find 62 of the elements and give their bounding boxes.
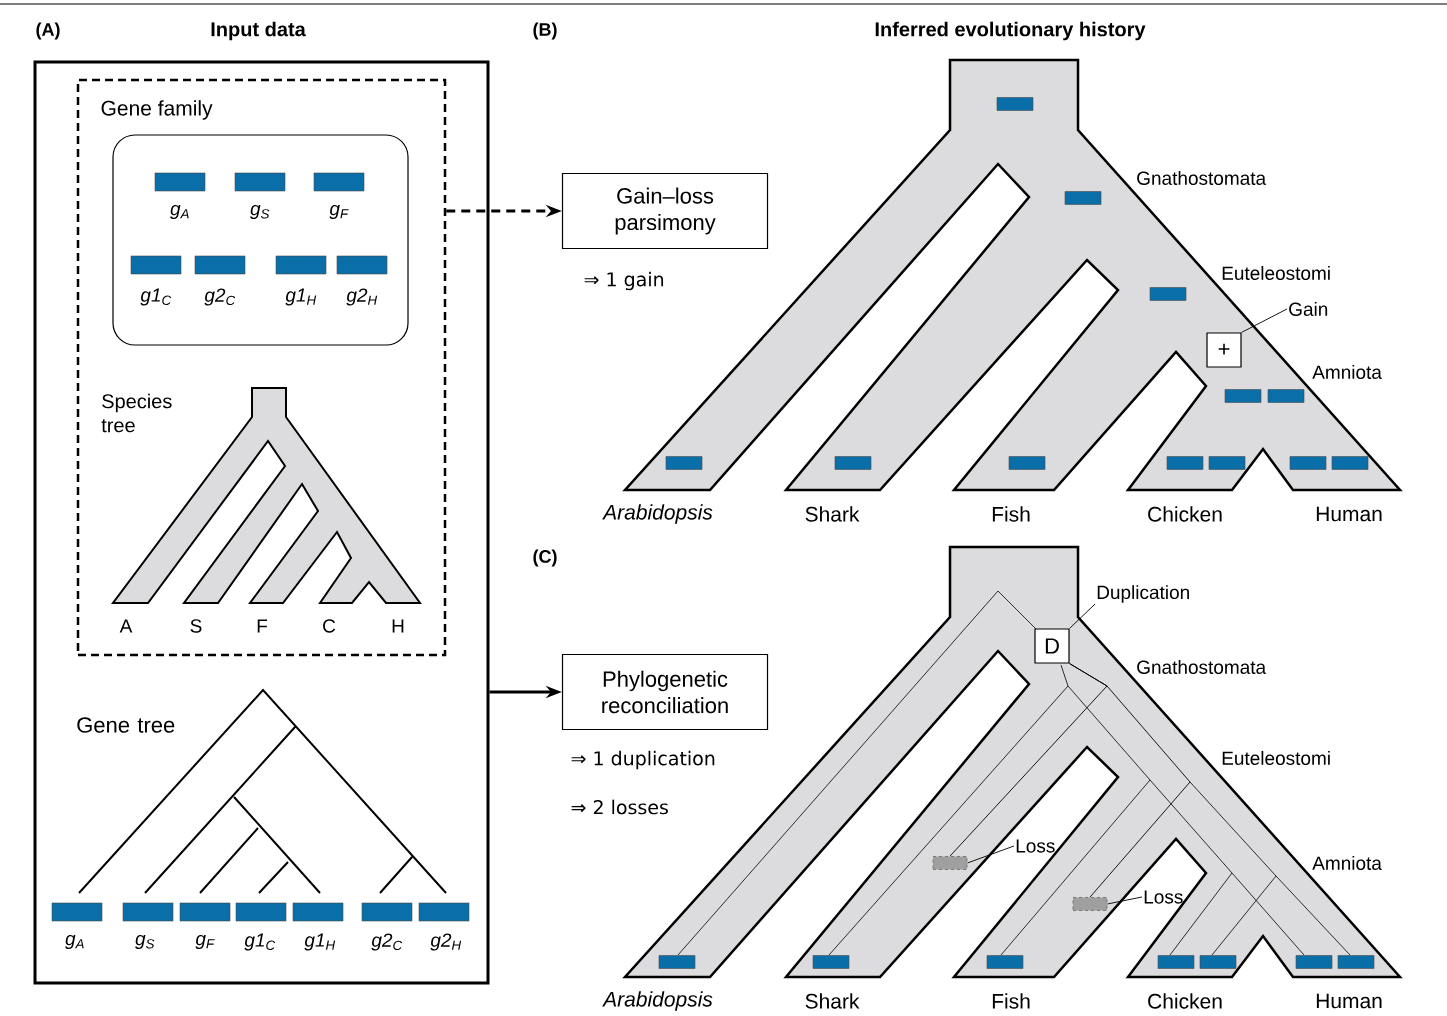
gene-label: g2$_{C}$ — [204, 288, 236, 306]
leader-line — [1106, 896, 1143, 905]
species-label: Human — [1316, 506, 1382, 522]
species-label: Shark — [805, 506, 860, 522]
species-label: Chicken — [1148, 993, 1222, 1009]
tree-title: Species tree — [101, 393, 172, 433]
panel-letter: (B) — [533, 22, 557, 40]
lost-gene-block — [1072, 897, 1108, 911]
species-label: H — [392, 619, 404, 633]
gene-label: g$_{F}$ — [195, 934, 215, 950]
node-label: Gene family — [101, 100, 213, 120]
gene-label: g$_{A}$ — [170, 204, 189, 220]
species-label: Human — [1316, 993, 1382, 1009]
method-box: Gain–loss parsimony — [561, 172, 769, 250]
species-label: Fish — [992, 506, 1030, 522]
gene-label: g1$_{C}$ — [244, 933, 276, 951]
gene-label: g2$_{C}$ — [371, 933, 403, 951]
panel-title: Inferred evolutionary history — [875, 21, 1146, 41]
clade-label: Amniota — [1312, 365, 1382, 379]
species-label: Chicken — [1148, 506, 1222, 522]
leader-line — [1069, 603, 1096, 629]
species-label: Arabidopsis — [602, 504, 713, 524]
panel-letter: (A) — [36, 22, 60, 40]
result-text: ⇒ 1 gain — [584, 271, 664, 291]
gain-marker-box: + — [1206, 332, 1242, 368]
leader-line — [1241, 308, 1288, 333]
panel-letter: (C) — [533, 549, 557, 567]
clade-label: Gnathostomata — [1137, 660, 1267, 674]
species-label: F — [257, 619, 268, 633]
gene-label: g$_{S}$ — [135, 934, 155, 950]
gene-label: g2$_{H}$ — [430, 933, 462, 951]
gene-lineage-line — [1069, 663, 1191, 898]
species-label: C — [323, 619, 336, 633]
gene-label: g2$_{H}$ — [346, 288, 378, 306]
result-text: ⇒ 2 losses — [571, 799, 668, 815]
tree-title: Gene tree — [77, 717, 175, 733]
gene-label: g1$_{H}$ — [304, 933, 336, 951]
gene-label: g1$_{H}$ — [285, 288, 317, 306]
lost-gene-block — [932, 856, 968, 870]
species-label: S — [190, 619, 202, 633]
node-label: Input data — [211, 21, 306, 41]
species-label: A — [119, 619, 133, 633]
clade-label: Euteleostomi — [1222, 266, 1330, 280]
species-label: Shark — [805, 993, 860, 1009]
gene-label: g$_{F}$ — [329, 204, 349, 220]
leader-line — [966, 845, 1015, 864]
result-text: ⇒ 1 duplication — [571, 750, 715, 770]
gene-label: g$_{S}$ — [250, 204, 270, 220]
dashed-group-box — [76, 78, 447, 657]
clade-label: Gnathostomata — [1137, 171, 1267, 185]
clade-label: Amniota — [1312, 856, 1382, 870]
callout-label: Loss — [1016, 839, 1055, 853]
clade-label: Euteleostomi — [1222, 751, 1330, 765]
gene-label: g$_{A}$ — [65, 934, 84, 950]
duplication-marker-box: D — [1034, 628, 1070, 664]
species-label: Arabidopsis — [602, 991, 713, 1011]
callout-label: Loss — [1144, 890, 1183, 904]
species-label: Fish — [992, 993, 1030, 1009]
gene-label: g1$_{C}$ — [140, 288, 172, 306]
callout-label: Duplication — [1097, 585, 1189, 603]
callout-label: Gain — [1289, 302, 1328, 316]
method-box: Phylogenetic reconciliation — [561, 653, 769, 731]
